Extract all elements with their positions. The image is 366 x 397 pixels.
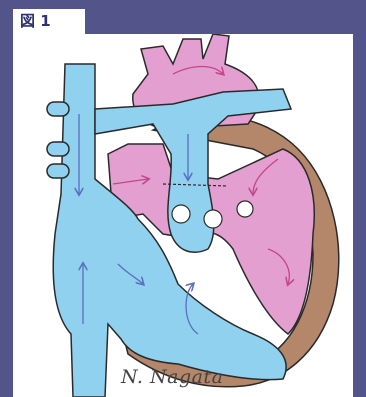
- heart-diagram: [13, 34, 353, 397]
- figure-label: 図 1: [13, 9, 85, 34]
- artist-signature: N. Nagata: [121, 366, 223, 388]
- illustration-panel: N. Nagata: [13, 34, 353, 397]
